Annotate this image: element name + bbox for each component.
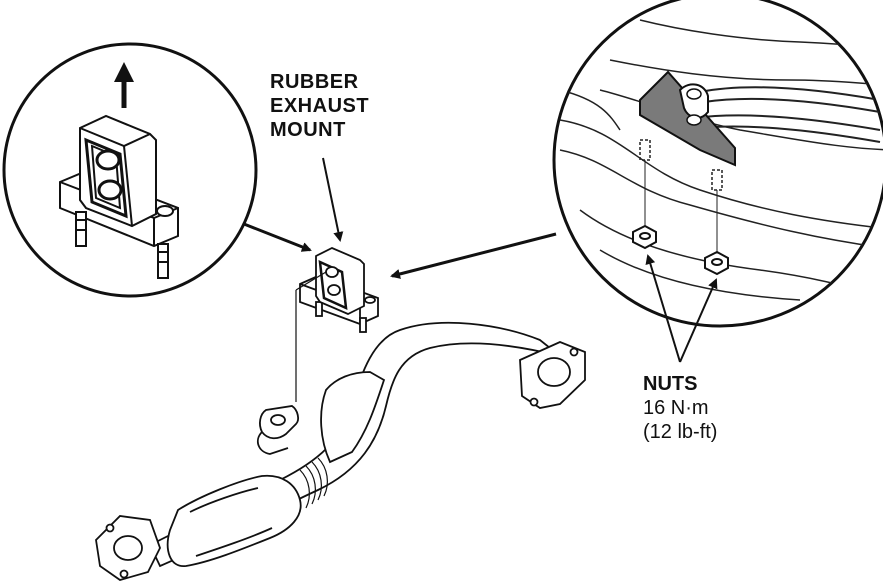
nuts-torque-metric: 16 N·m: [643, 397, 709, 419]
hanger-guide-line: [295, 271, 327, 402]
mount-label-line-2: EXHAUST: [270, 95, 370, 117]
right-detail-circle: [552, 0, 883, 328]
nut-icon: [704, 250, 729, 276]
up-arrow-icon: [114, 62, 134, 108]
left-detail-circle: [2, 42, 258, 298]
rubber-exhaust-mount-label: RUBBER EXHAUST MOUNT: [270, 70, 369, 142]
exhaust-pipe: [95, 321, 586, 581]
rubber-exhaust-mount: [299, 247, 379, 333]
connector-arrows: [243, 157, 718, 363]
nuts-label: NUTS 16 N·m (12 lb-ft): [643, 372, 717, 444]
nuts-torque-imperial: (12 lb-ft): [643, 421, 718, 443]
nut-icon: [632, 224, 657, 250]
mount-label-line-1: RUBBER: [270, 71, 359, 93]
mount-label-line-3: MOUNT: [270, 119, 346, 141]
nuts-title: NUTS: [643, 373, 698, 395]
